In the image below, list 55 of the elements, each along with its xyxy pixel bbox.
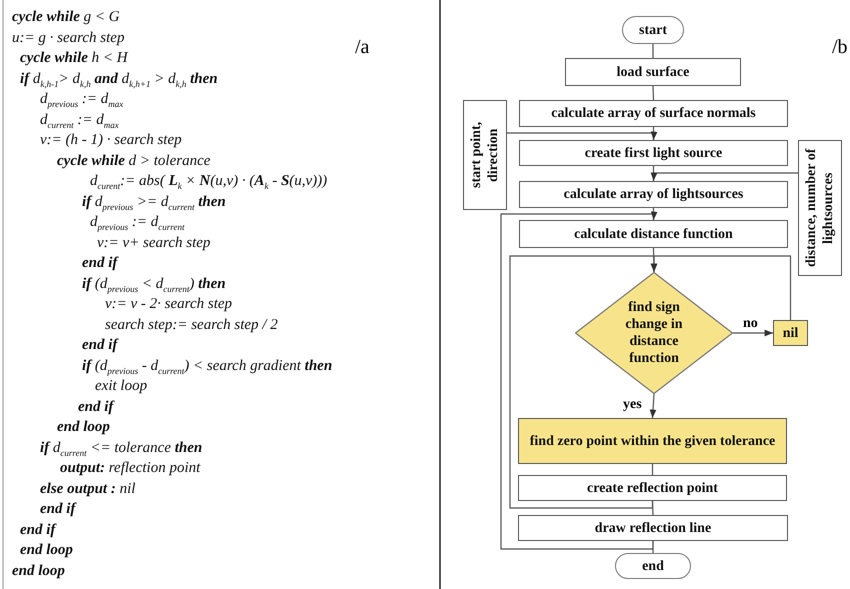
connector-line [652,500,654,516]
process-box: calculate distance function [519,220,788,248]
arrow [650,394,656,418]
process-box: find zero point within the given tolerance [518,418,787,464]
pseudocode-line: if d$_{current}$ <= tolerance then [40,438,202,460]
pseudocode-line: v:= v - 2· search step [105,295,232,313]
arrow [500,211,658,550]
pseudocode-line: d$_{previous}$ := d$_{max}$ [40,90,124,111]
pseudocode-line: exit loop [95,377,148,395]
pseudocode-line: v:= (h - 1) · search step [40,131,182,149]
arrow [733,330,773,336]
decision-diamond: find sign change in distance function [575,272,733,394]
pseudocode-line: end if [40,500,76,518]
pseudocode-line: end if [20,520,56,538]
pseudocode-line: if d$_{previous}$ >= d$_{current}$ then [82,192,226,214]
arrow [507,131,658,140]
process-box: draw reflection line [518,515,788,541]
pseudocode-line: if (d$_{previous}$ - d$_{current}$) < search gradient then [82,356,332,378]
pseudocode-line: end if [82,336,118,354]
process-box: calculate array of surface normals [519,100,788,127]
pseudocode-line: end if [78,398,114,416]
process-box: calculate array of lightsources [519,181,788,208]
pseudocode-line: d$_{curent}$:= abs( L$_{k}$ × N(u,v) · (A$_{k}$ - S(u,v))) [90,172,328,193]
pseudocode-line: d$_{previous}$ := d$_{current}$ [90,213,184,234]
pseudocode-line: d$_{current}$ := d$_{max}$ [40,110,119,132]
process-box: load surface [565,58,741,86]
pseudocode-line: if d$_{k,h-1}$> d$_{k,h}$ and d$_{k,h+1}$ > d$_{k,h}$ then [20,70,218,90]
pseudocode-line: v:= v+ search step [97,234,210,252]
pseudocode-line: end if [82,254,118,272]
connector-line [652,541,654,553]
start-terminal: start [622,16,684,44]
pseudocode-line: end loop [20,541,73,559]
output-box: nil [773,320,808,346]
connector-line [652,86,654,100]
input-box: distance, number of lightsources [798,140,842,276]
pseudocode-line: end loop [57,418,110,436]
pseudocode-line: if (d$_{previous}$ < d$_{current}$) then [82,274,226,296]
pseudocode-line: u:= g · search step [12,28,124,46]
pseudocode-line: end loop [12,562,65,580]
connector-line [652,44,654,58]
pseudocode-line: output: reflection point [60,459,200,477]
panel-label: /b [832,36,848,59]
pseudocode-line: cycle while d > tolerance [57,152,210,170]
pseudocode-line: cycle while g < G [12,8,120,26]
pseudocode-line: search step:= search step / 2 [105,316,278,334]
pseudocode-line: cycle while h < H [20,49,128,67]
pseudocode-line: else output : nil [40,480,136,498]
arrow [650,172,798,182]
input-box: start point, direction [463,100,507,210]
connector-line [652,464,654,475]
process-box: create reflection point [518,475,787,501]
panel-label: /a [355,36,370,59]
arrow [509,255,658,509]
process-box: create first light source [519,140,788,166]
end-terminal: end [615,553,691,579]
